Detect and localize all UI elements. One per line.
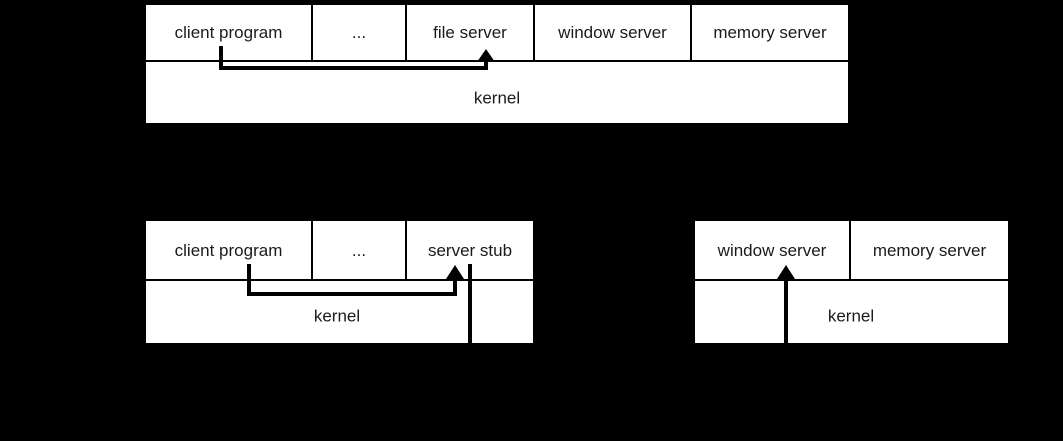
kernel-label-client: kernel	[313, 306, 361, 326]
cell-memory-server: memory server	[872, 240, 987, 260]
diagram-client-machine: client program ... server stub kernel	[144, 219, 535, 345]
kernel-row-client: kernel	[146, 281, 533, 343]
cell-client-program: client program	[146, 5, 313, 60]
kernel-row-server: kernel	[695, 281, 1008, 343]
diagram-server-machine: window server memory server kernel	[693, 219, 1010, 345]
server-row-top: client program ... file server window se…	[146, 5, 848, 62]
cell-memory-server: memory server	[713, 23, 827, 42]
cell-ellipsis: ...	[313, 221, 407, 279]
cell-window-server: window server	[695, 221, 851, 279]
cell-ellipsis: ...	[313, 5, 407, 60]
diagram-monolithic-top: client program ... file server window se…	[144, 3, 850, 125]
cell-client-program: client program	[146, 221, 313, 279]
cell-server-stub: server stub	[427, 240, 513, 260]
kernel-row-top: kernel	[146, 62, 848, 123]
server-row-client: client program ... server stub	[146, 221, 533, 281]
kernel-label-server: kernel	[827, 306, 875, 326]
server-row-server: window server memory server	[695, 221, 1008, 281]
kernel-label-top: kernel	[473, 88, 521, 108]
cell-window-server: window server	[535, 5, 692, 60]
cell-file-server: file server	[407, 5, 535, 60]
